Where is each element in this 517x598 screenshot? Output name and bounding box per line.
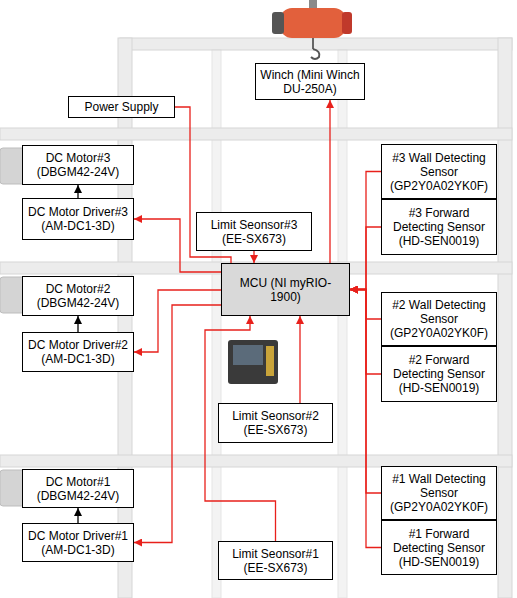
sensor-box: #3 Forward Detecting Sensor (HD-SEN0019) (381, 199, 497, 255)
box-label: #2 Wall Detecting Sensor (GP2Y0A02YK0F) (386, 298, 492, 340)
myrio-body (228, 340, 278, 384)
winch-cap (272, 12, 284, 34)
winch-cap (342, 12, 352, 34)
right-post (498, 38, 512, 598)
box-label: DC Motor Driver#2 (AM-DC1-3D) (27, 338, 129, 366)
signal-connector (134, 305, 221, 543)
top-beam (120, 38, 512, 50)
box-label: Winch (Mini Winch DU-250A) (260, 68, 360, 96)
signal-connector (77, 508, 78, 523)
shelf-beam (0, 128, 512, 140)
signal-connector (134, 290, 221, 352)
left-post (118, 38, 132, 598)
motor-box: DC Motor#2 (DBGM42-24V) (22, 276, 134, 316)
sensor-box: Limit Seonsor#1 (EE-SX673) (218, 541, 333, 580)
sensor-box: Limit Seonsor#2 (EE-SX673) (218, 403, 333, 443)
signal-connector (77, 316, 78, 332)
driver-box: DC Motor Driver#2 (AM-DC1-3D) (22, 332, 134, 372)
box-label: DC Motor Driver#3 (AM-DC1-3D) (27, 205, 129, 233)
box-label: Limit Seonsor#3 (EE-SX673) (201, 218, 307, 246)
sensor-box: #1 Wall Detecting Sensor (GP2Y0A02YK0F) (381, 466, 497, 520)
winch-body (280, 8, 346, 38)
signal-connector (77, 185, 78, 198)
box-label: DC Motor#2 (DBGM42-24V) (27, 282, 129, 310)
driver-box: DC Motor Driver#1 (AM-DC1-3D) (22, 523, 134, 562)
frame-structure (0, 38, 512, 598)
power-box: Power Supply (68, 96, 175, 118)
box-label: #2 Forward Detecting Sensor (HD-SEN0019) (386, 353, 492, 395)
signal-connector (299, 316, 300, 403)
sensor-box: #3 Wall Detecting Sensor (GP2Y0A02YK0F) (381, 144, 497, 199)
signal-connector (350, 290, 381, 548)
box-label: #1 Wall Detecting Sensor (GP2Y0A02YK0F) (386, 472, 492, 514)
box-label: Limit Seonsor#1 (EE-SX673) (223, 547, 328, 575)
winch-rope (312, 38, 314, 49)
sensor-box: #2 Forward Detecting Sensor (HD-SEN0019) (381, 346, 497, 402)
box-label: Limit Seonsor#2 (EE-SX673) (223, 409, 328, 437)
box-label: #3 Wall Detecting Sensor (GP2Y0A02YK0F) (386, 151, 492, 193)
winch-mount (309, 0, 317, 9)
box-label: DC Motor#1 (DBGM42-24V) (27, 475, 129, 503)
box-label: Power Supply (84, 100, 158, 114)
signal-connector (329, 100, 330, 263)
signal-connector (253, 251, 254, 263)
sensor-box: #2 Wall Detecting Sensor (GP2Y0A02YK0F) (381, 292, 497, 346)
box-label: #1 Forward Detecting Sensor (HD-SEN0019) (386, 527, 492, 569)
winch-illustration (272, 0, 352, 59)
myrio-connector (266, 346, 274, 376)
myrio-board (233, 345, 263, 365)
controller-box: MCU (NI myRIO-1900) (221, 263, 350, 316)
sensor-box: Limit Seonsor#3 (EE-SX673) (196, 212, 312, 251)
winch-hook (311, 49, 319, 59)
box-label: #3 Forward Detecting Sensor (HD-SEN0019) (386, 206, 492, 248)
sensor-box: #1 Forward Detecting Sensor (HD-SEN0019) (381, 520, 497, 575)
myrio-photo (228, 340, 278, 384)
actuator-box: Winch (Mini Winch DU-250A) (255, 63, 365, 100)
signal-connector (350, 227, 381, 290)
motor-box: DC Motor#1 (DBGM42-24V) (22, 469, 134, 508)
signal-connector (350, 172, 381, 290)
motor-box: DC Motor#3 (DBGM42-24V) (22, 145, 134, 185)
box-label: MCU (NI myRIO-1900) (226, 276, 345, 304)
box-label: DC Motor#3 (DBGM42-24V) (27, 151, 129, 179)
box-label: DC Motor Driver#1 (AM-DC1-3D) (27, 529, 129, 557)
driver-box: DC Motor Driver#3 (AM-DC1-3D) (22, 198, 134, 240)
